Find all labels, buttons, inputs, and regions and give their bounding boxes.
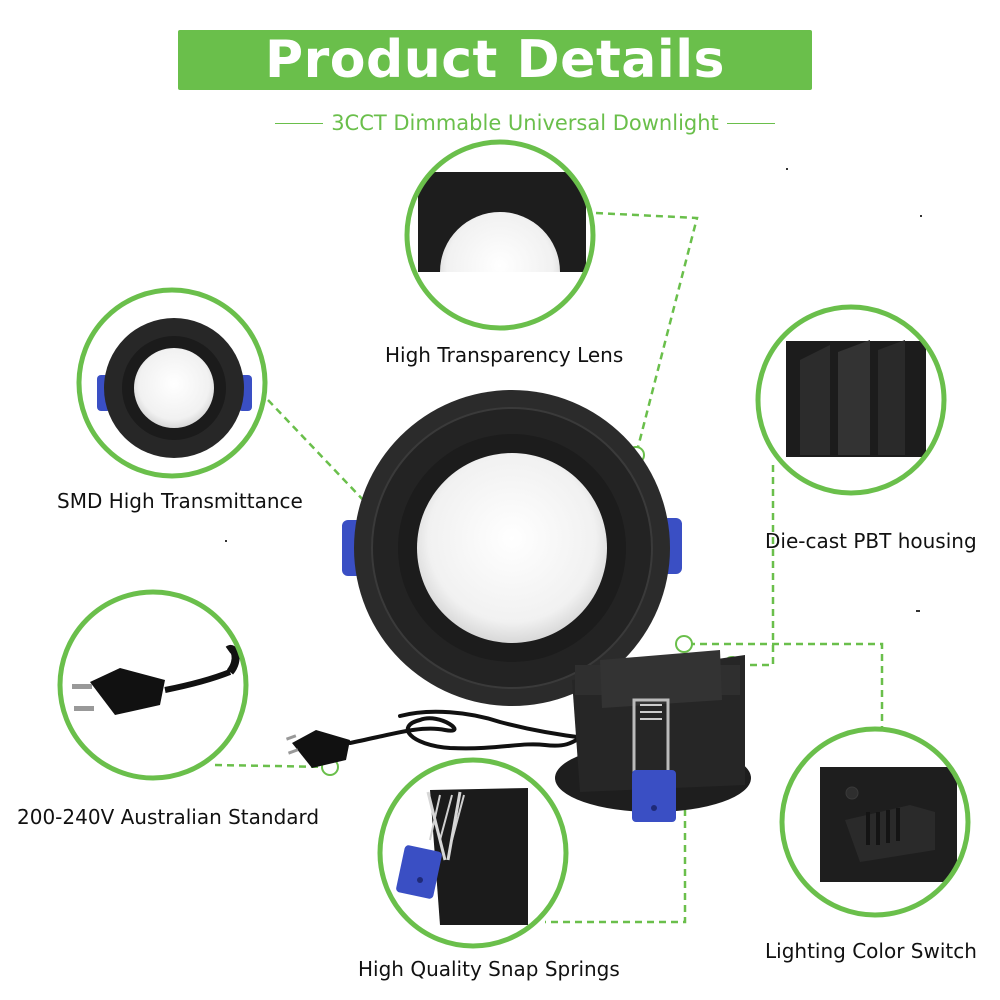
power-cable [348,709,587,751]
label-housing: Die-cast PBT housing [765,529,977,553]
connector-lines [214,211,884,924]
detail-ring-plug [57,589,249,781]
detail-ring-switch [779,726,971,918]
detail-spring [382,762,564,944]
downlight-front [342,390,682,706]
detail-switch [784,731,966,913]
downlight-side [555,650,751,822]
detail-smd [81,292,263,474]
connector-smd [267,399,427,567]
connector-housing [732,465,775,667]
detail-housing [760,309,942,491]
connector-switch [688,642,884,730]
detail-ring-spring [377,757,569,949]
detail-lens [409,144,591,326]
connector-spring [545,797,687,924]
label-spring: High Quality Snap Springs [358,957,620,981]
label-lens: High Transparency Lens [385,343,624,367]
subtitle-dash-left [275,122,324,124]
detail-ring-smd [76,287,268,479]
detail-plug [62,594,244,776]
page-title: Product Details [265,30,725,90]
detail-ring-lens [404,139,596,331]
plug-small [285,730,350,768]
page-subtitle: 3CCT Dimmable Universal Downlight [331,111,719,135]
label-plug: 200-240V Australian Standard [17,805,320,829]
title-banner: Product Details [178,30,812,90]
subtitle-dash-right [726,122,775,124]
label-smd: SMD High Transmittance [57,489,303,513]
detail-ring-housing [755,304,947,496]
connector-lens [595,211,699,456]
label-switch: Lighting Color Switch [765,939,977,963]
subtitle-row: 3CCT Dimmable Universal Downlight [260,108,790,138]
